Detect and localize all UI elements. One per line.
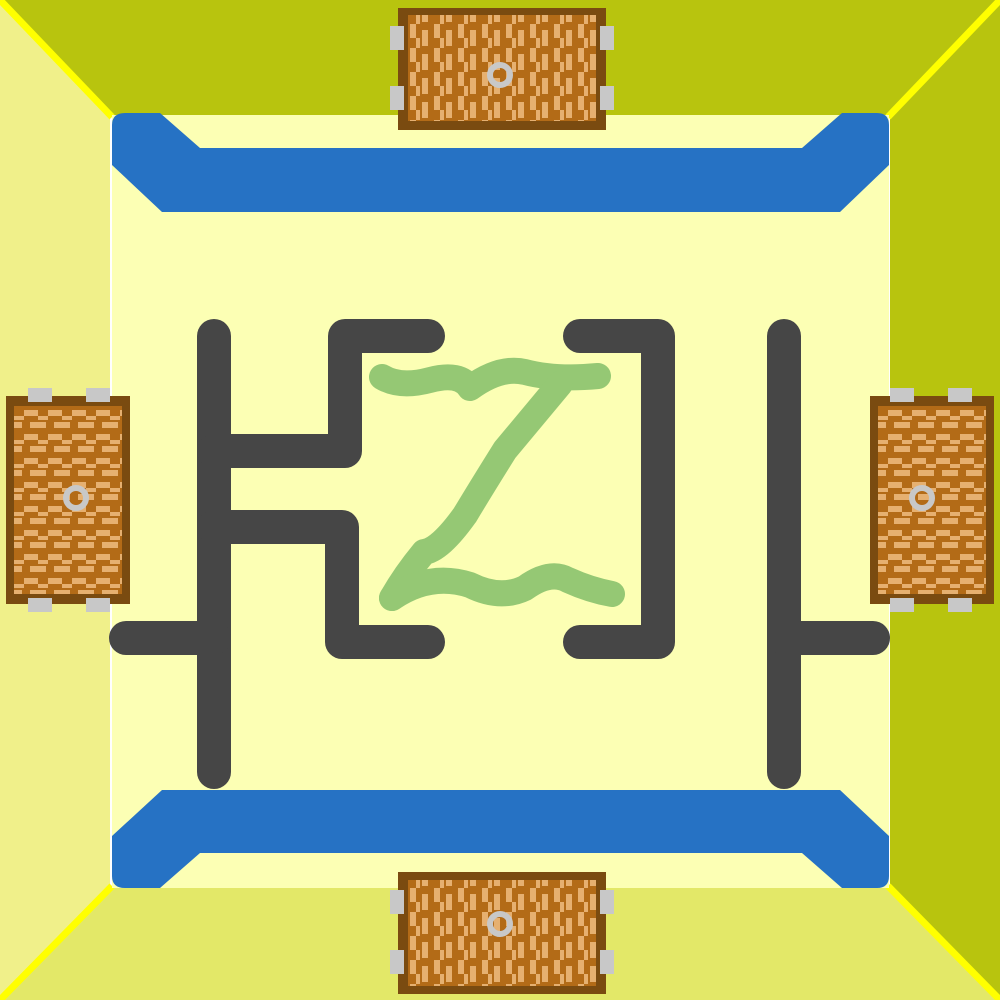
door-right-hinge bbox=[948, 388, 972, 402]
door-top-hinge bbox=[600, 86, 614, 110]
left-wall-branch-upper bbox=[197, 319, 445, 468]
door-left-hinge bbox=[28, 598, 52, 612]
door-left-hinge bbox=[86, 388, 110, 402]
door-right[interactable] bbox=[870, 388, 994, 612]
door-bottom-hinge bbox=[390, 950, 404, 974]
z-rune-icon bbox=[369, 357, 625, 611]
door-icon bbox=[487, 62, 513, 88]
door-top-hinge bbox=[390, 86, 404, 110]
door-top-hinge bbox=[600, 26, 614, 50]
door-right-hinge bbox=[890, 598, 914, 612]
door-top[interactable] bbox=[390, 8, 614, 130]
room-floor bbox=[112, 115, 889, 888]
door-left-hinge bbox=[28, 388, 52, 402]
door-bottom-hinge bbox=[390, 890, 404, 914]
door-bottom-hinge bbox=[600, 890, 614, 914]
center-right-bracket bbox=[563, 319, 675, 659]
door-right-hinge bbox=[890, 388, 914, 402]
door-bottom[interactable] bbox=[390, 872, 614, 994]
door-left[interactable] bbox=[6, 388, 130, 612]
door-top-hinge bbox=[390, 26, 404, 50]
door-right-hinge bbox=[948, 598, 972, 612]
water-channel-top bbox=[112, 113, 889, 212]
door-icon bbox=[63, 485, 89, 511]
water-channel-bottom bbox=[112, 790, 889, 888]
stone-walls bbox=[109, 319, 890, 789]
door-icon bbox=[909, 485, 935, 511]
door-icon bbox=[487, 911, 513, 937]
door-left-hinge bbox=[86, 598, 110, 612]
left-wall-branch-lower bbox=[197, 510, 445, 659]
door-bottom-hinge bbox=[600, 950, 614, 974]
